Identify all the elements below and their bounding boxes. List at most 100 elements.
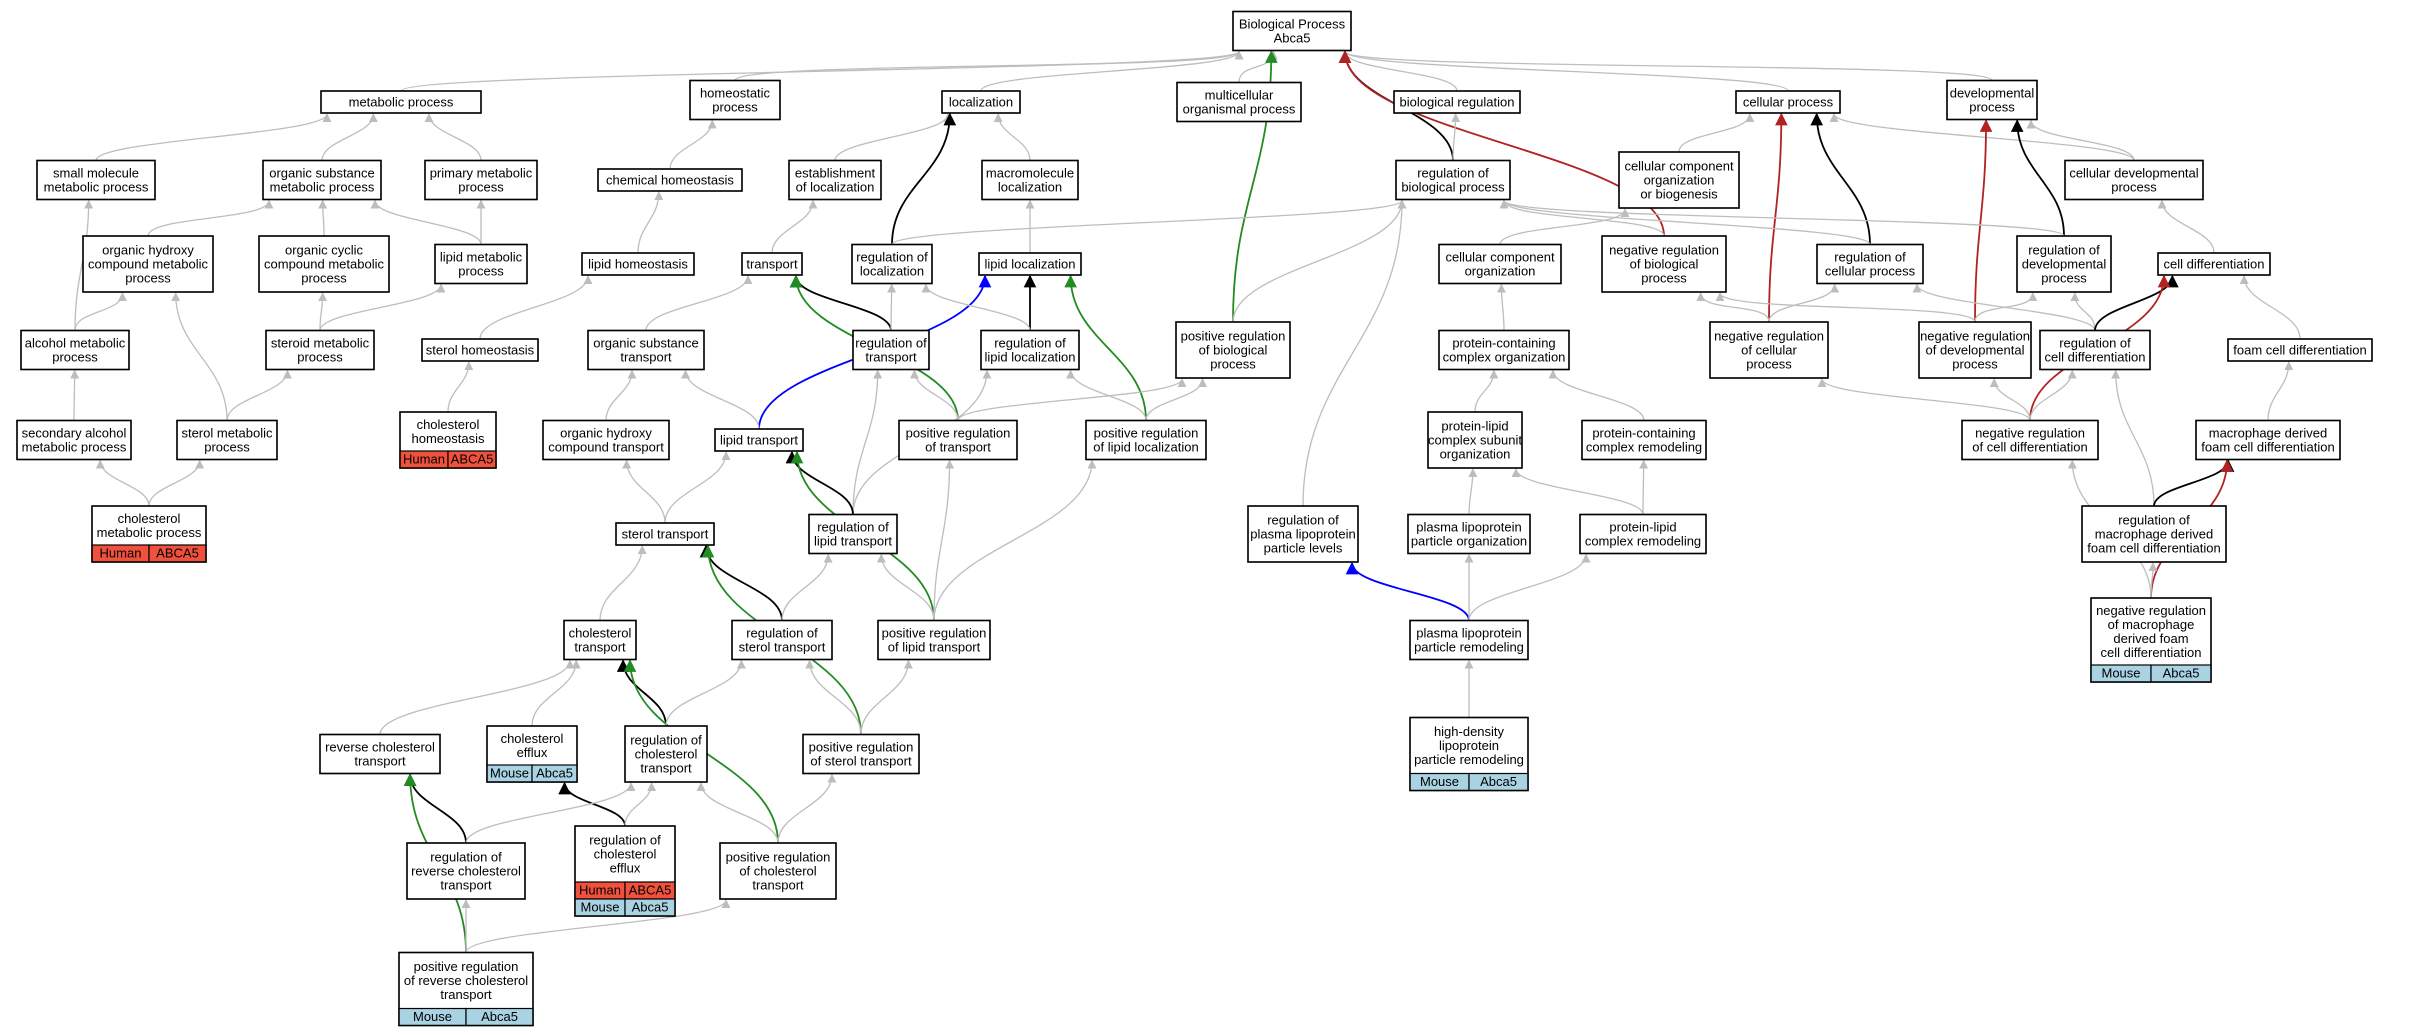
- edge-cholhomeo-to-sterhomeo: [447, 361, 474, 413]
- term-label-line: biological regulation: [1400, 95, 1515, 110]
- term-label-line: foam cell differentiation: [2201, 440, 2334, 455]
- term-label-line: organic substance: [593, 336, 699, 351]
- edge-regplpl-to-regbio: [1302, 199, 1407, 507]
- term-label-line: regulation of: [855, 336, 927, 351]
- term-label-line: developmental: [2022, 257, 2107, 272]
- term-label-line: localization: [998, 180, 1062, 195]
- term-label-line: negative regulation: [2096, 603, 2206, 618]
- term-label-line: protein-lipid: [1609, 520, 1676, 535]
- term-label-line: chemical homeostasis: [606, 173, 734, 188]
- gene-label: Abca5: [632, 900, 669, 915]
- term-label-line: compound transport: [548, 440, 664, 455]
- edge-cholt-to-sterolt: [599, 545, 647, 621]
- term-label-line: organization: [1465, 264, 1536, 279]
- term-label-line: establishment: [795, 166, 876, 181]
- term-label-line: complex organization: [1443, 350, 1566, 365]
- term-label-line: particle levels: [1264, 541, 1343, 556]
- term-label-line: transport: [640, 761, 692, 776]
- edge-regloc-to-localization: [891, 112, 957, 245]
- term-label-line: lipoprotein: [1439, 738, 1499, 753]
- edge-negregdev-to-regdev: [1974, 292, 2038, 323]
- term-label-line: process: [712, 100, 758, 115]
- term-label-line: negative regulation: [1714, 329, 1824, 344]
- edge-sterhomeo-to-liphomeo: [479, 275, 593, 340]
- term-label-line: positive regulation: [906, 426, 1011, 441]
- term-label-line: organismal process: [1183, 102, 1296, 117]
- term-label-line: cellular component: [1624, 159, 1734, 174]
- term-node-liphomeo: lipid homeostasis: [581, 252, 695, 276]
- term-label-line: of lipid transport: [888, 640, 981, 655]
- term-box: [689, 79, 781, 121]
- edge-negregcell-to-regcell: [1768, 283, 1840, 323]
- term-label-line: of sterol transport: [810, 754, 912, 769]
- term-label-line: complex remodeling: [1586, 440, 1702, 455]
- term-label-line: sterol transport: [739, 640, 826, 655]
- term-label-line: cell differentiation: [2045, 350, 2146, 365]
- edge-negregbio-to-bp: [1338, 50, 1665, 237]
- term-label-line: sterol metabolic: [181, 426, 273, 441]
- edge-posregliploc-to-liploc: [1064, 274, 1147, 421]
- term-node-liploc: lipid localization: [978, 252, 1082, 276]
- term-label-line: of cellular: [1741, 343, 1797, 358]
- term-label-line: process: [1641, 271, 1687, 286]
- edge-negregdev-to-negregbio: [1715, 292, 1976, 323]
- edge-plprem-to-regplpl: [1345, 561, 1470, 621]
- edge-plcr-to-plcso: [1511, 468, 1644, 515]
- term-label-line: particle remodeling: [1414, 640, 1524, 655]
- edge-celldiff-to-celldev: [2157, 199, 2215, 254]
- term-label-line: process: [1952, 357, 1998, 372]
- term-label-line: cellular developmental: [2069, 166, 2198, 181]
- edge-localization-to-bp: [980, 50, 1244, 92]
- term-label-line: protein-containing: [1592, 426, 1695, 441]
- edge-posregtrans-to-posregbio: [957, 378, 1187, 421]
- term-label-line: steroid metabolic: [271, 336, 370, 351]
- term-label-line: process: [297, 350, 343, 365]
- term-label-line: regulation of: [856, 250, 928, 265]
- term-label-line: regulation of: [1834, 250, 1906, 265]
- term-box: [16, 419, 132, 461]
- edge-layer: [70, 50, 2301, 953]
- term-label-line: cholesterol: [501, 731, 564, 746]
- edge-liptrans-to-orgsubtrans: [681, 369, 760, 430]
- term-label-line: regulation of: [746, 626, 818, 641]
- term-label-line: sterol homeostasis: [426, 343, 535, 358]
- edge-ccorg-to-cellproc: [1678, 113, 1755, 153]
- term-label-line: metabolic process: [270, 180, 375, 195]
- edge-chemhomeo-to-homeostatic: [669, 119, 717, 170]
- term-label-line: particle organization: [1411, 534, 1527, 549]
- edge-regcell-to-cellproc: [1810, 112, 1871, 245]
- term-label-line: lipid localization: [984, 350, 1075, 365]
- term-label-line: macrophage derived: [2095, 527, 2214, 542]
- term-label-line: cell differentiation: [2164, 257, 2265, 272]
- term-label-line: organic hydroxy: [560, 426, 652, 441]
- term-node-transport: transport: [741, 252, 803, 276]
- term-label-line: organic cyclic: [285, 243, 364, 258]
- species-label: Mouse: [413, 1009, 452, 1024]
- edge-sterolmet-to-orgcycmet: [318, 292, 328, 331]
- term-box: [898, 419, 1018, 461]
- term-label-line: efflux: [517, 745, 548, 760]
- term-label-line: reverse cholesterol: [325, 740, 435, 755]
- edge-lipmet-to-orgsubmet: [370, 199, 482, 245]
- edge-devproc-to-bp: [1340, 50, 1993, 82]
- term-label-line: plasma lipoprotein: [1250, 527, 1356, 542]
- term-node-chemhomeo: chemical homeostasis: [597, 168, 743, 192]
- term-node-metabolic: metabolic process: [320, 90, 482, 114]
- term-label-line: homeostasis: [412, 431, 485, 446]
- term-node-localization: localization: [941, 90, 1021, 114]
- edge-ccorg2-to-ccorg: [1499, 208, 1630, 245]
